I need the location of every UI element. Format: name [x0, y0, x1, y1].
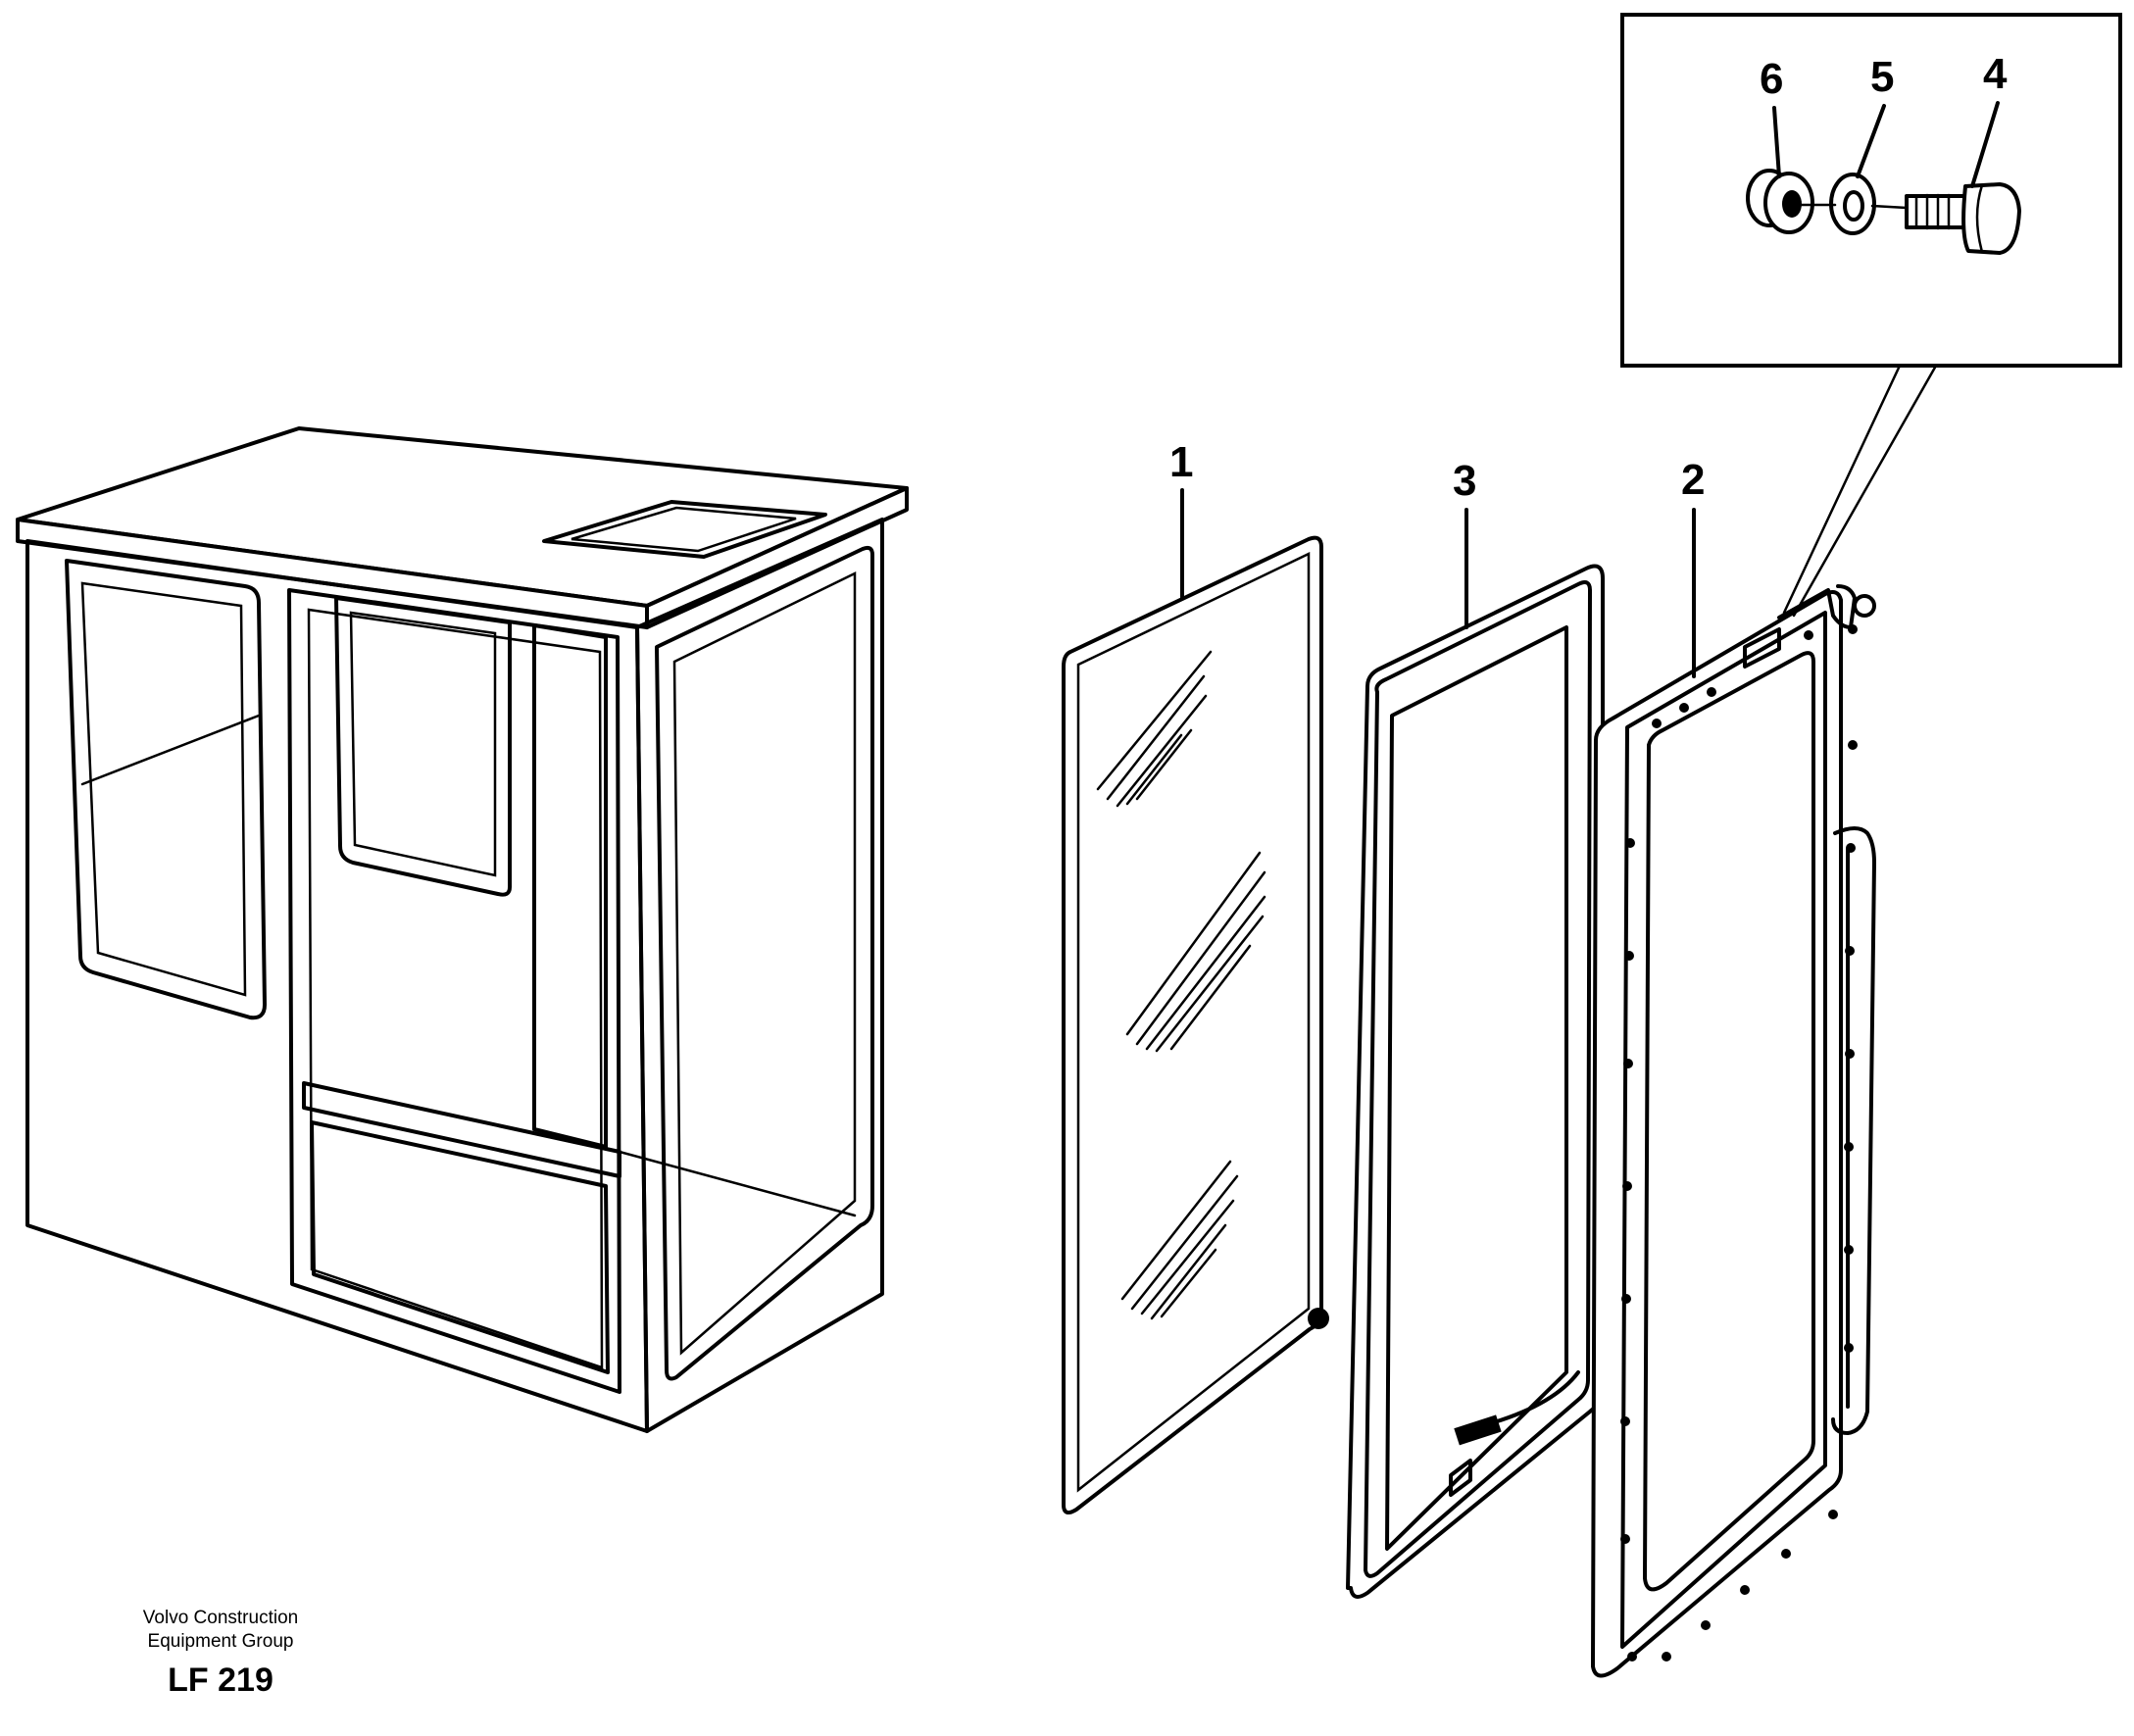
frame-bolt-holes — [1620, 624, 1858, 1662]
glass-reflection-marks — [1096, 650, 1266, 1320]
cab-illustration — [16, 426, 909, 1433]
glass-catch — [1308, 1308, 1329, 1329]
drawing-code: LF 219 — [168, 1662, 273, 1699]
company-line-2: Equipment Group — [148, 1631, 294, 1652]
callout-glass: 1 — [1169, 438, 1193, 486]
glass-outline — [1062, 535, 1323, 1515]
frame-handle — [1831, 826, 1876, 1435]
footer: Volvo Construction Equipment Group LF 21… — [143, 1608, 298, 1699]
seal-inner — [1385, 625, 1568, 1551]
callout-frame: 2 — [1681, 456, 1705, 504]
bolt-icon — [1905, 182, 2021, 255]
nut-icon — [1746, 169, 1814, 234]
callout-seal: 3 — [1453, 457, 1476, 505]
cab-door-window — [334, 596, 512, 897]
callout-washer: 5 — [1870, 53, 1894, 101]
cab-window-side — [655, 545, 874, 1381]
roof-hatch — [542, 500, 827, 559]
detail-inset — [1620, 13, 2122, 618]
part-glass-pane — [1062, 535, 1329, 1515]
company-line-1: Volvo Construction — [143, 1608, 298, 1628]
callout-labels: 6 5 4 1 3 2 — [1169, 50, 2008, 678]
callout-bolt: 4 — [1983, 50, 2008, 98]
cab-window-left — [65, 559, 267, 1020]
callout-nut: 6 — [1760, 55, 1783, 103]
cab-side-face — [635, 518, 884, 1433]
part-frame — [1591, 584, 1876, 1678]
frame-outer — [1591, 590, 1843, 1678]
washer-icon — [1829, 173, 1876, 235]
part-seal — [1346, 564, 1605, 1599]
frame-inner — [1643, 651, 1815, 1592]
